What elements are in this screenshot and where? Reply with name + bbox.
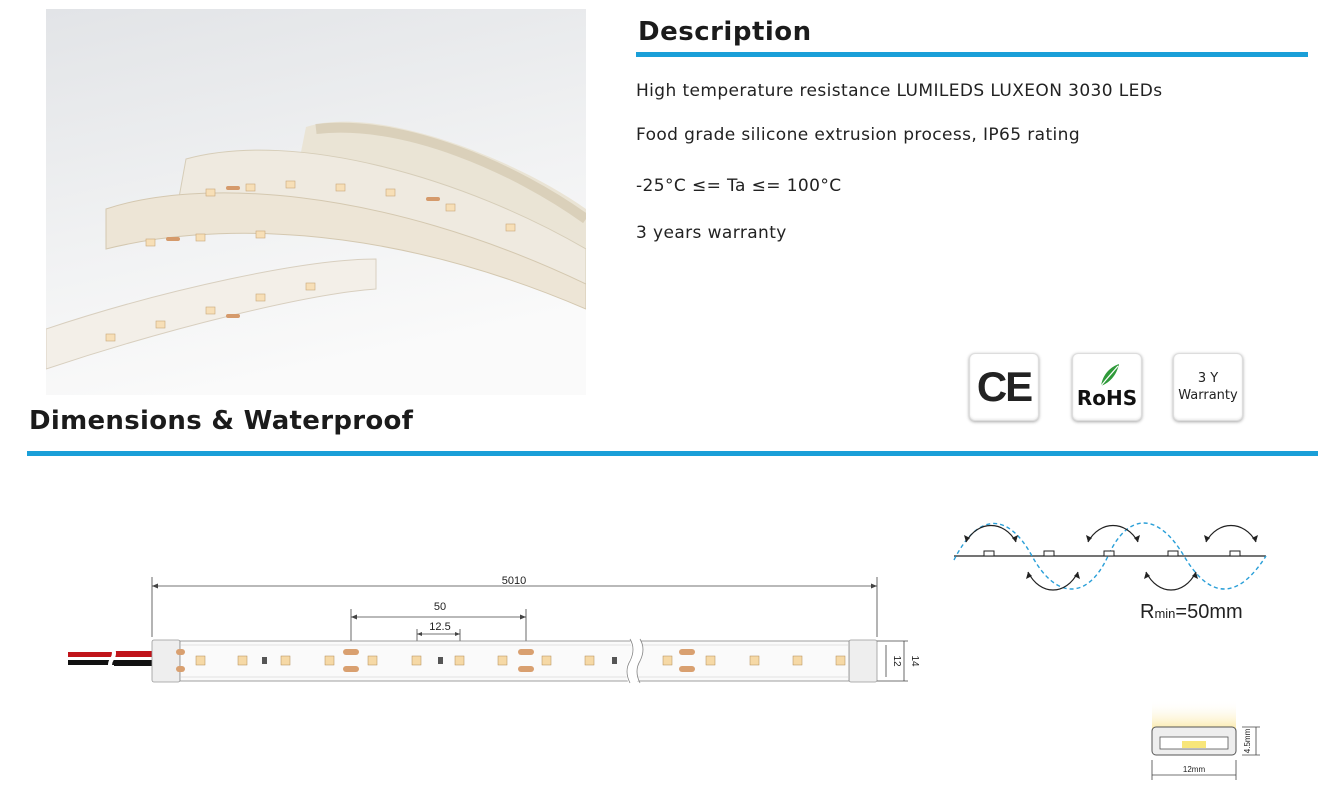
- bend-radius-sub: min: [1154, 606, 1175, 621]
- bend-radius-prefix: R: [1140, 601, 1154, 623]
- rohs-label: RoHS: [1076, 386, 1138, 410]
- ce-mark: CE: [976, 363, 1033, 410]
- description-line: -25°C ≤= Ta ≤= 100°C: [636, 176, 842, 196]
- bend-radius-value: =50mm: [1175, 601, 1242, 623]
- description-line: High temperature resistance LUMILEDS LUX…: [636, 81, 1163, 101]
- led-pitch-label: 12.5: [429, 621, 450, 633]
- ce-badge: CE: [969, 353, 1039, 421]
- warranty-label: Warranty: [1178, 388, 1238, 403]
- strip-dimension-drawing: 5010 50 12.5: [68, 575, 920, 686]
- bend-radius-label: Rmin=50mm: [1140, 601, 1243, 623]
- total-length-label: 5010: [502, 575, 526, 587]
- rohs-badge: RoHS: [1072, 353, 1142, 421]
- warranty-badge: 3 Y Warranty: [1173, 353, 1243, 421]
- dimensions-title: Dimensions & Waterproof: [29, 406, 414, 436]
- description-rule: [636, 52, 1308, 57]
- cut-length-label: 50: [434, 601, 446, 613]
- cross-section-diagram: 4.5mm 12mm: [1151, 700, 1260, 780]
- outer-height-label: 14: [909, 655, 920, 667]
- bending-diagram: Rmin=50mm: [953, 522, 1267, 623]
- section-width-label: 12mm: [1183, 765, 1206, 774]
- warranty-years: 3 Y: [1197, 371, 1219, 386]
- leaf-icon: [1100, 364, 1119, 387]
- section-height-label: 4.5mm: [1243, 728, 1252, 753]
- inner-height-label: 12: [891, 655, 902, 667]
- description-title: Description: [638, 17, 812, 47]
- description-line: 3 years warranty: [636, 223, 787, 243]
- description-line: Food grade silicone extrusion process, I…: [636, 125, 1081, 145]
- dimensions-rule: [27, 451, 1318, 456]
- product-photo: [46, 9, 586, 395]
